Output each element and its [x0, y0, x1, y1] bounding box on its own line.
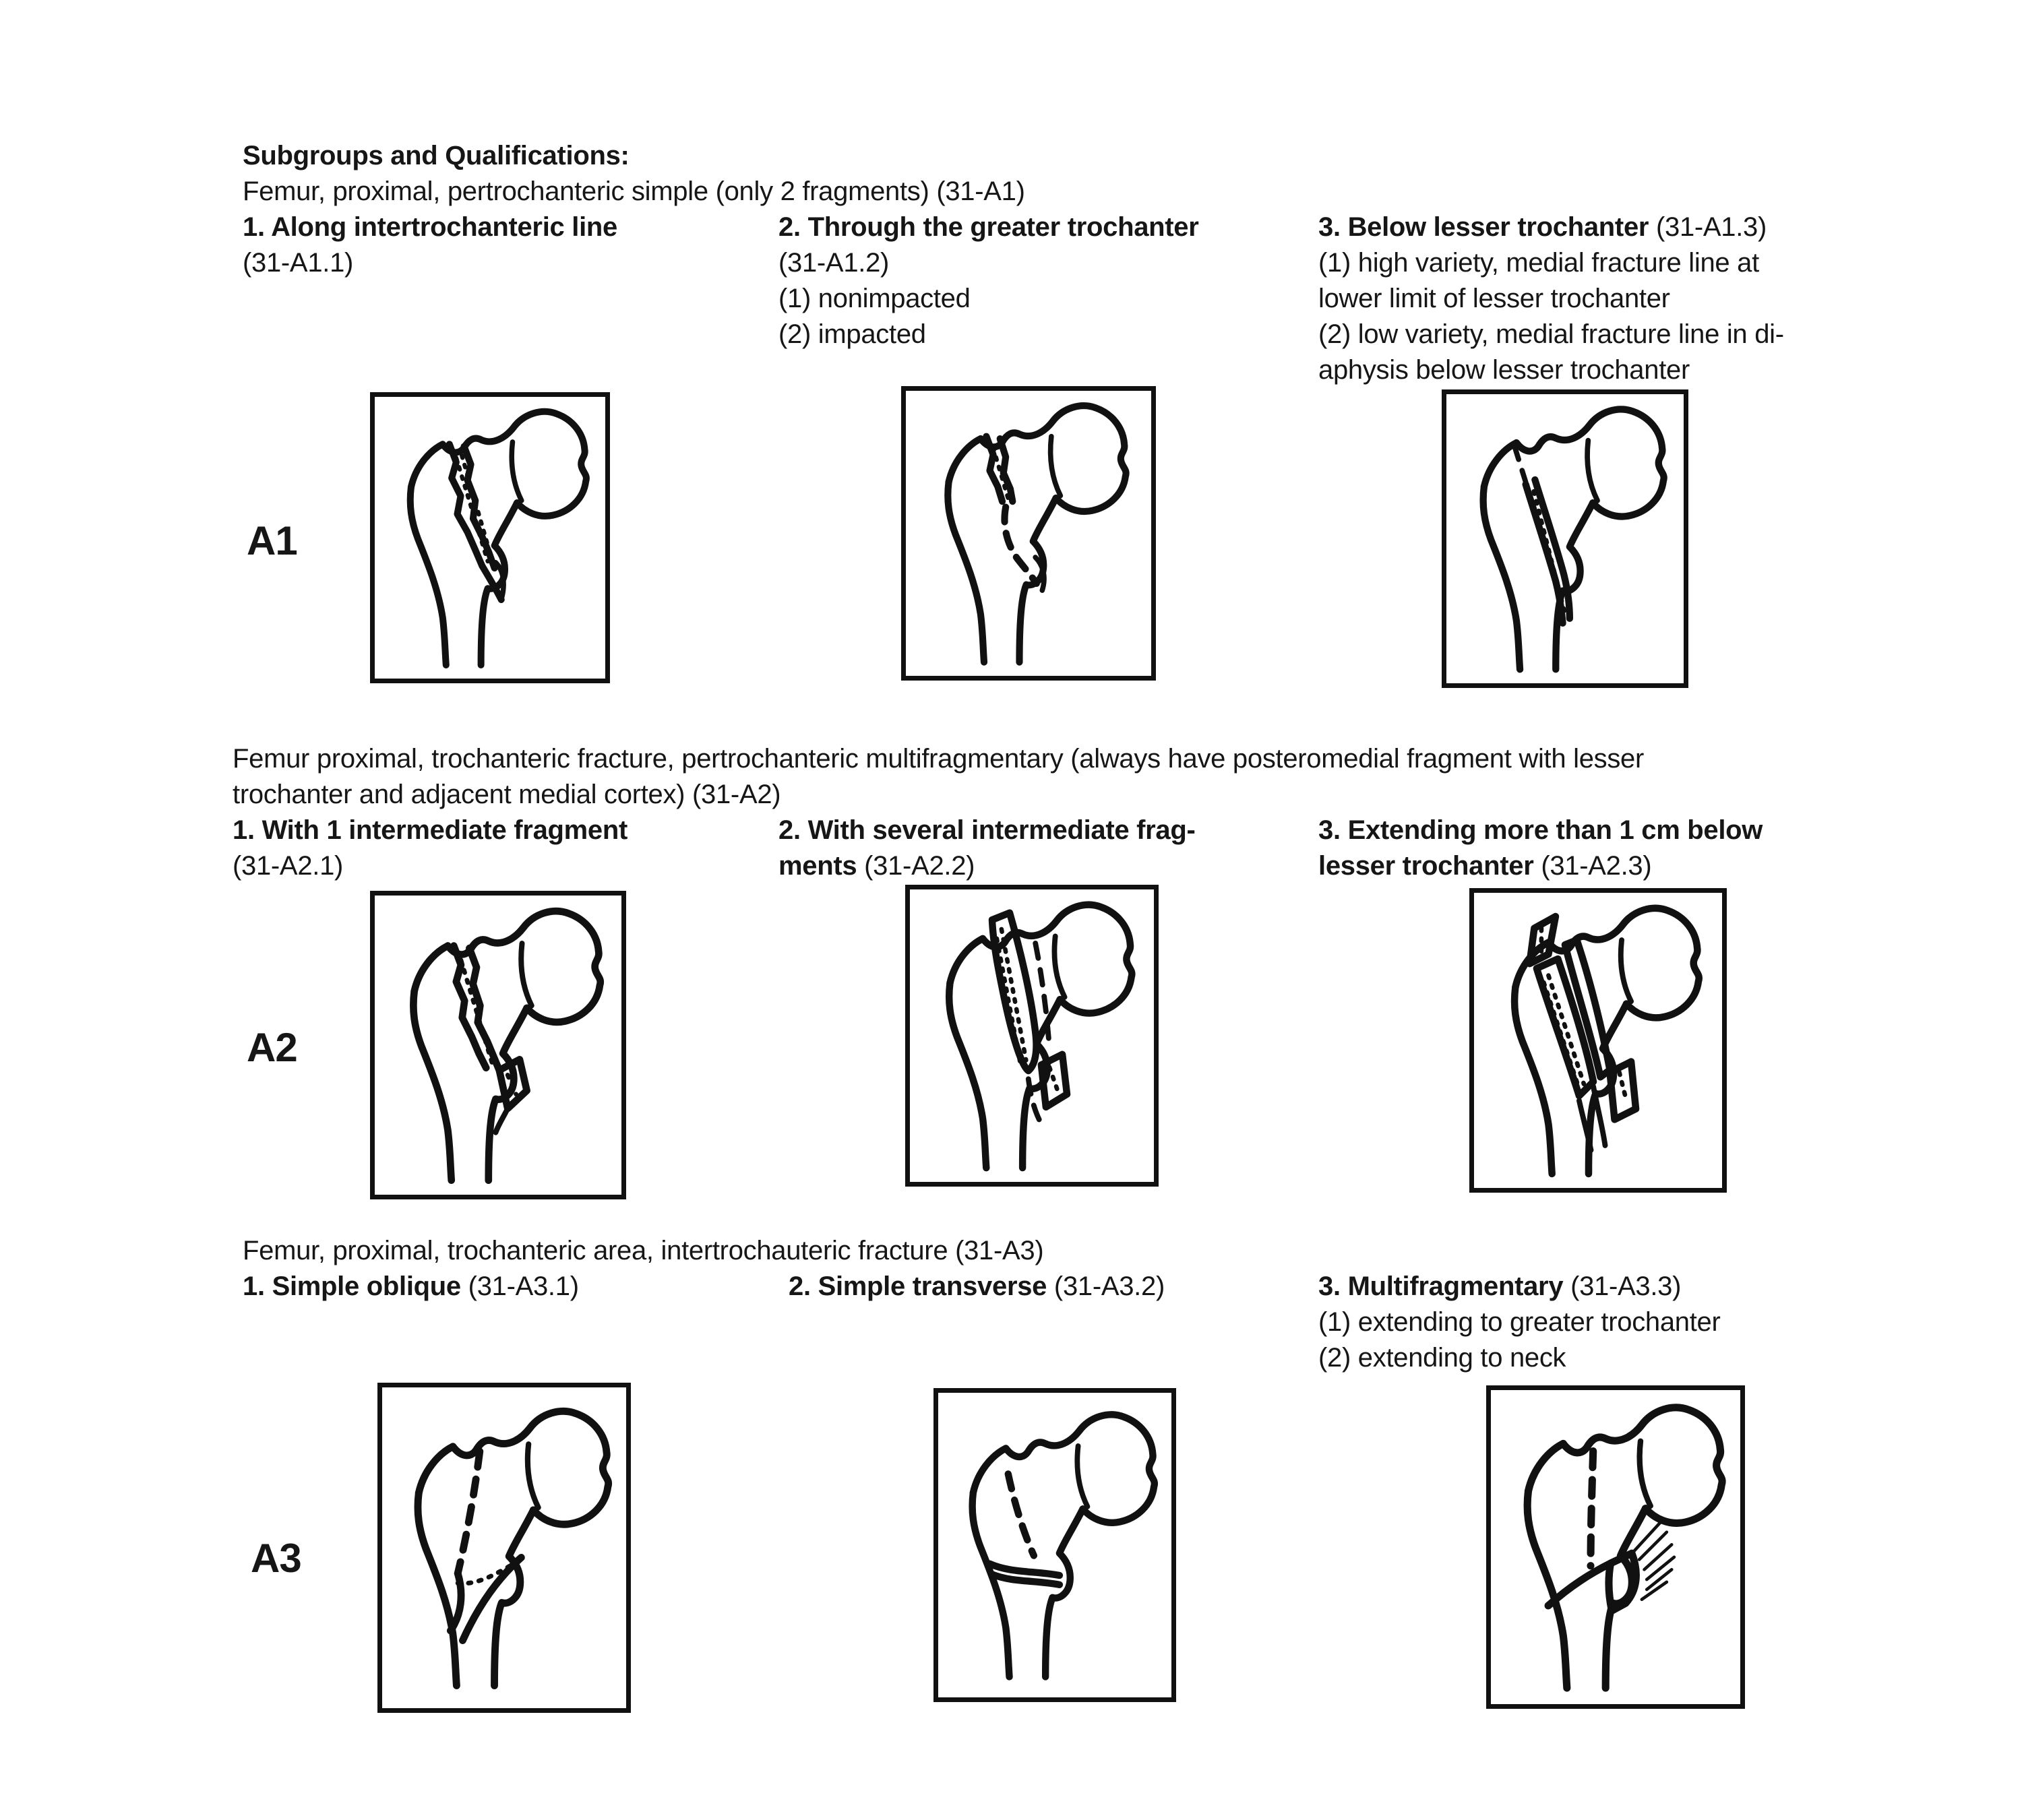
figure-box-31-A1.2 [901, 386, 1156, 681]
a2-intro-line2: trochanter and adjacent medial cortex) (… [233, 780, 781, 809]
a1-2-qual-2: (2) impacted [778, 319, 926, 349]
femur-illustration-31-A2.3 [1474, 893, 1722, 1188]
femur-illustration-31-A2.2 [910, 889, 1154, 1182]
row-label-a1: A1 [247, 518, 298, 563]
figure-box-31-A2.1 [370, 891, 626, 1199]
a2-3-title-line1: 3. Extending more than 1 cm below [1318, 815, 1763, 845]
a3-3-qual-2: (2) extending to neck [1318, 1343, 1566, 1373]
a2-col3-heading: 3. Extending more than 1 cm below lesser… [1318, 813, 1763, 884]
femur-illustration-31-A3.3 [1491, 1390, 1740, 1704]
group-a1-description: Femur, proximal, pertrochanteric simple … [243, 177, 1025, 206]
femur-illustration-31-A3.1 [382, 1387, 626, 1708]
a1-2-code: (31-A1.2) [778, 248, 890, 278]
group-a3-description: Femur, proximal, trochanteric area, inte… [243, 1233, 1044, 1269]
a2-2-title-line2: ments (31-A2.2) [778, 851, 975, 881]
a1-3-qual-2b: aphysis below lesser trochanter [1318, 355, 1690, 385]
a1-col3-heading: 3. Below lesser trochanter (31-A1.3) (1)… [1318, 210, 1784, 388]
femur-illustration-31-A3.2 [938, 1393, 1171, 1697]
group-a2-description: Femur proximal, trochanteric fracture, p… [233, 741, 1644, 813]
figure-box-31-A3.1 [377, 1383, 631, 1713]
a3-intro-line1: Femur, proximal, trochanteric area, inte… [243, 1236, 1044, 1265]
a1-3-title: 3. Below lesser trochanter (31-A1.3) [1318, 212, 1767, 242]
femur-illustration-31-A1.3 [1446, 394, 1684, 683]
a1-2-title: 2. Through the greater trochanter [778, 212, 1199, 242]
figure-box-31-A2.2 [905, 885, 1159, 1187]
figure-box-31-A1.3 [1442, 389, 1688, 688]
row-label-a2: A2 [247, 1025, 298, 1070]
a1-1-code: (31-A1.1) [243, 248, 354, 278]
a1-col1-heading: 1. Along intertrochanteric line (31-A1.1… [243, 210, 617, 281]
a3-col3-heading: 3. Multifragmentary (31-A3.3) (1) extend… [1318, 1269, 1721, 1376]
a1-3-qual-1a: (1) high variety, medial fracture line a… [1318, 248, 1759, 278]
a1-3-qual-1b: lower limit of lesser trochanter [1318, 284, 1670, 313]
a3-3-qual-1: (1) extending to greater trochanter [1318, 1307, 1721, 1337]
femur-illustration-31-A1.1 [375, 397, 605, 679]
a1-2-qual-1: (1) nonimpacted [778, 284, 971, 313]
a3-2-title: 2. Simple transverse (31-A3.2) [789, 1272, 1165, 1301]
a3-3-title: 3. Multifragmentary (31-A3.3) [1318, 1272, 1682, 1301]
a2-intro-line1: Femur proximal, trochanteric fracture, p… [233, 744, 1645, 774]
a2-1-code: (31-A2.1) [233, 851, 344, 881]
section-header: Subgroups and Qualifications: Femur, pro… [243, 138, 1025, 210]
femur-illustration-31-A2.1 [375, 896, 621, 1195]
row-label-a3: A3 [251, 1536, 302, 1581]
figure-box-31-A3.3 [1486, 1385, 1745, 1709]
figure-box-31-A1.1 [370, 392, 610, 683]
a1-3-qual-2a: (2) low variety, medial fracture line in… [1318, 319, 1784, 349]
a2-1-title: 1. With 1 intermediate fragment [233, 815, 628, 845]
a2-3-title-line2: lesser trochanter (31-A2.3) [1318, 851, 1652, 881]
a1-col2-heading: 2. Through the greater trochanter (31-A1… [778, 210, 1199, 352]
a2-2-title-line1: 2. With several intermediate frag- [778, 815, 1196, 845]
figure-box-31-A3.2 [933, 1388, 1176, 1702]
a3-1-title: 1. Simple oblique (31-A3.1) [243, 1272, 579, 1301]
a3-col1-heading: 1. Simple oblique (31-A3.1) [243, 1269, 579, 1305]
a2-col2-heading: 2. With several intermediate frag- ments… [778, 813, 1196, 884]
a1-1-title: 1. Along intertrochanteric line [243, 212, 617, 242]
femur-illustration-31-A1.2 [906, 391, 1151, 676]
a2-col1-heading: 1. With 1 intermediate fragment (31-A2.1… [233, 813, 627, 884]
subgroups-title: Subgroups and Qualifications: [243, 141, 630, 170]
figure-box-31-A2.3 [1469, 888, 1727, 1193]
a3-col2-heading: 2. Simple transverse (31-A3.2) [789, 1269, 1165, 1305]
